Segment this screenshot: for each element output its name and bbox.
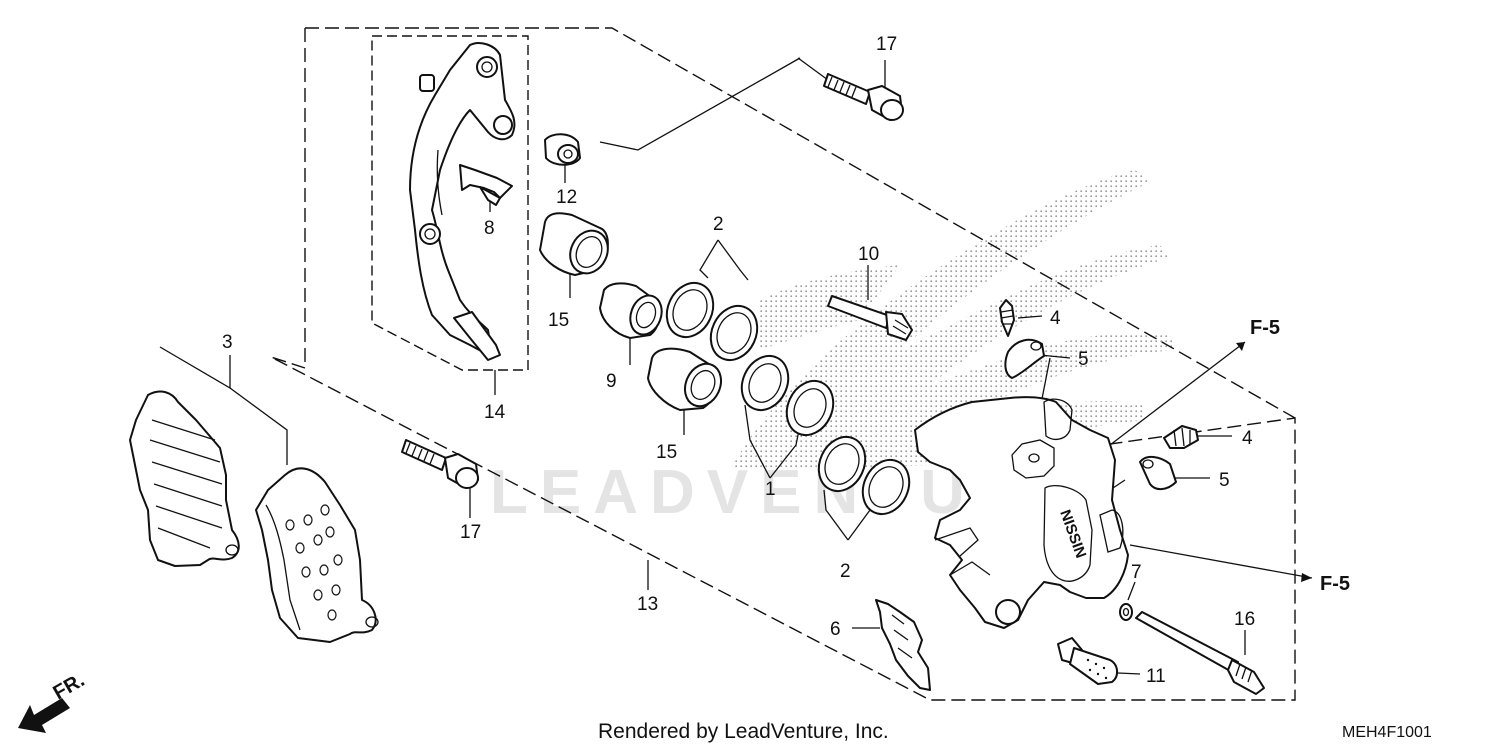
bleeder-part-right [1163,425,1199,449]
rendered-by-footer: Rendered by LeadVenture, Inc. [598,720,889,743]
reference-f5-right: F-5 [1320,573,1350,595]
callout-7: 7 [1131,562,1142,583]
callout-9: 9 [606,371,617,392]
brake-pad-part-left [129,390,240,567]
pin-part [827,295,913,341]
retainer-clip-part [459,164,513,206]
callout-12: 12 [556,187,577,208]
callout-17-top: 17 [876,34,897,55]
callout-15-bottom: 15 [656,442,677,463]
bushing-part-bottom [647,347,722,411]
front-direction-label: FR. [50,669,89,704]
callout-6: 6 [830,619,841,640]
bleeder-part-top [999,299,1015,337]
callout-5-top: 5 [1078,349,1089,370]
piston-part [599,282,663,339]
callout-11: 11 [1146,666,1166,687]
clip-part-right [1139,456,1177,490]
brake-pad-part-right [255,467,379,643]
callout-labels: 17 12 8 2 10 15 9 3 14 15 1 17 2 13 6 4 … [222,34,1255,687]
assembly-outline-14 [371,35,529,371]
piston-set-part [740,354,835,437]
callout-3: 3 [222,332,233,353]
callout-4-right: 4 [1242,428,1253,449]
callout-5-right: 5 [1219,470,1230,491]
caliper-body-part: NISSIN [914,396,1129,629]
callout-1: 1 [765,479,776,500]
cap-part [544,133,581,166]
bushing-part-top [539,212,609,276]
callout-10: 10 [858,244,879,265]
spring-plate-part [875,599,931,691]
callout-2-bottom: 2 [840,561,851,582]
callout-17-bottom: 17 [460,522,481,543]
bleeder-screw-part [1057,637,1118,685]
assembly-outline-13 [270,27,1296,701]
callout-16: 16 [1234,609,1255,630]
reference-f5-top: F-5 [1250,317,1280,339]
bolt-part-bottom [401,439,479,489]
callout-14: 14 [484,402,506,423]
diagram-code: MEH4F1001 [1342,724,1432,741]
callout-4-top: 4 [1050,308,1061,329]
seal-part [665,281,911,516]
pin-bolt-part [1135,611,1265,695]
callout-8: 8 [484,218,495,239]
callout-15-top: 15 [548,310,569,331]
clip-part-top [1004,338,1045,379]
front-direction-arrow: FR. [18,669,88,733]
caliper-bracket-part [409,42,516,361]
callout-13: 13 [637,594,658,615]
callout-2-top: 2 [713,214,724,235]
bolt-part-top [823,73,904,121]
washer-part [1119,603,1133,621]
